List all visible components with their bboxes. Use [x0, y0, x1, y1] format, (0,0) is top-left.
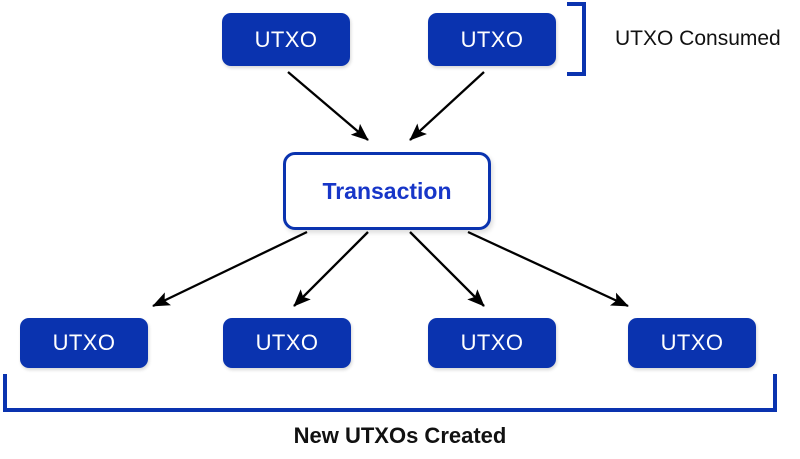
utxo-input-label-1: UTXO — [254, 26, 318, 52]
utxo-output-label-4: UTXO — [660, 330, 724, 355]
arrow-input-1 — [287, 71, 369, 141]
utxo-output-box-3[interactable]: UTXO — [428, 318, 556, 368]
utxo-output-label-1: UTXO — [52, 330, 116, 355]
utxo-consumed-caption: UTXO Consumed — [615, 27, 781, 50]
utxo-input-box-1[interactable]: UTXO — [222, 13, 350, 66]
transaction-box[interactable]: Transaction — [283, 152, 491, 230]
arrow-input-2 — [409, 71, 485, 141]
new-utxos-created-caption: New UTXOs Created — [293, 423, 507, 448]
utxo-output-box-1[interactable]: UTXO — [20, 318, 148, 368]
arrow-output-3 — [409, 231, 485, 307]
utxo-input-box-2[interactable]: UTXO — [428, 13, 556, 66]
utxo-output-label-3: UTXO — [460, 330, 524, 355]
input-arrows — [287, 71, 485, 141]
arrow-output-4 — [467, 230, 629, 308]
arrow-output-1 — [152, 230, 308, 308]
arrow-output-2 — [293, 231, 369, 307]
transaction-label: Transaction — [322, 177, 452, 204]
utxo-output-box-2[interactable]: UTXO — [223, 318, 351, 368]
utxo-output-box-4[interactable]: UTXO — [628, 318, 756, 368]
bracket-utxo-consumed — [567, 2, 586, 76]
utxo-output-label-2: UTXO — [255, 330, 319, 355]
bracket-new-utxos — [3, 374, 777, 412]
output-arrows — [152, 230, 629, 308]
utxo-input-label-2: UTXO — [460, 26, 524, 52]
